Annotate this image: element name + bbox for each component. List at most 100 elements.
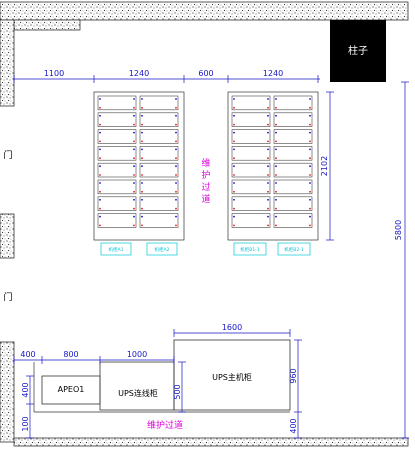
rack-dot	[141, 140, 143, 143]
maintenance-aisle-vertical: 维 护 过 道	[201, 157, 210, 205]
rack-dot	[99, 215, 101, 218]
rack-dot	[141, 98, 143, 100]
rack-dot	[275, 174, 277, 176]
maintenance-aisle-bottom: 维护过道	[147, 419, 183, 431]
rack-dot	[233, 98, 235, 100]
rack-dot	[99, 224, 101, 227]
rack-dot	[267, 123, 269, 126]
rack-dot	[99, 174, 101, 176]
rack-dot	[99, 114, 101, 117]
rack-dot	[99, 182, 101, 184]
rack-dot	[309, 106, 311, 109]
rack-dot	[175, 207, 177, 210]
rack-unit	[231, 179, 271, 195]
rack-dot	[141, 174, 143, 176]
rack-dot	[175, 140, 177, 143]
dim-label: 1000	[127, 350, 147, 359]
dim-label: 400	[20, 350, 35, 359]
rack-unit	[139, 213, 179, 228]
rack-dot	[275, 157, 277, 160]
rack-tag-box	[233, 242, 267, 256]
maintenance-char: 维	[201, 157, 210, 169]
rack-dot	[267, 98, 269, 100]
rack-dot	[99, 198, 101, 201]
top-dimensions: 1100 1240 600 1240	[13, 69, 320, 83]
rack-dot	[275, 123, 277, 126]
dim-label: 600	[198, 69, 213, 78]
rack-unit	[273, 162, 313, 178]
dim-label: 400	[21, 382, 30, 397]
rack-dot	[309, 140, 311, 143]
rack-dot	[175, 165, 177, 168]
rack-dot	[309, 224, 311, 227]
rack-dot	[233, 182, 235, 184]
rack-unit	[139, 179, 179, 195]
rack-dot	[233, 207, 235, 210]
rack-dot	[233, 215, 235, 218]
rack-dot	[141, 114, 143, 117]
rack-dot	[309, 123, 311, 126]
rack-dot	[141, 123, 143, 126]
rack-tag-label: 机柜A1	[109, 246, 124, 253]
rack-dot	[99, 131, 101, 134]
rack-column-b1	[231, 95, 271, 228]
rack-dot	[267, 207, 269, 210]
rack-dot	[175, 182, 177, 184]
rack-dot	[267, 140, 269, 143]
dimension-2102: 2102	[320, 91, 334, 241]
rack-dot	[175, 190, 177, 193]
rack-dot	[133, 207, 135, 210]
maintenance-char: 护	[201, 169, 210, 181]
rack-dot	[267, 215, 269, 218]
rack-dot	[141, 165, 143, 168]
rack-unit	[139, 129, 179, 144]
rack-dot	[133, 198, 135, 201]
rack-unit	[273, 179, 313, 195]
rack-dot	[99, 165, 101, 168]
rack-unit	[97, 213, 137, 228]
door-label-bottom: 门	[3, 291, 12, 303]
rack-dot	[267, 106, 269, 109]
rack-dot	[309, 165, 311, 168]
rack-dot	[141, 198, 143, 201]
rack-dot	[133, 174, 135, 176]
rack-dot	[267, 165, 269, 168]
rack-dot	[133, 157, 135, 160]
dim-label: 100	[21, 416, 30, 431]
rack-dot	[233, 198, 235, 201]
ups-area: UPS主机柜 UPS连线柜 APEO1	[33, 339, 291, 413]
rack-unit	[139, 146, 179, 161]
dim-label: 5800	[394, 220, 403, 240]
rack-dot	[175, 106, 177, 109]
rack-dot	[233, 157, 235, 160]
rack-dot	[175, 98, 177, 100]
rack-dot	[309, 190, 311, 193]
rack-dot	[133, 190, 135, 193]
rack-dot	[133, 224, 135, 227]
rack-unit	[273, 146, 313, 161]
rack-dot	[275, 198, 277, 201]
rack-dot	[309, 131, 311, 134]
wall-bottom	[13, 437, 409, 447]
rack-dot	[133, 215, 135, 218]
rack-dot	[275, 207, 277, 210]
rack-group-right	[227, 91, 319, 241]
rack-dot	[275, 215, 277, 218]
rack-unit	[273, 129, 313, 144]
pillar	[330, 20, 386, 82]
rack-dot	[175, 123, 177, 126]
rack-dot	[233, 106, 235, 109]
ups-cabinet-label: UPS连线柜	[118, 388, 158, 398]
rack-column-a1	[97, 95, 137, 228]
rack-dot	[133, 123, 135, 126]
rack-unit	[97, 162, 137, 178]
rack-dot	[233, 165, 235, 168]
rack-tag-label: 机柜B1-1	[240, 246, 260, 253]
dim-label: 800	[63, 350, 78, 359]
apeo1-box	[41, 375, 101, 405]
rack-dot	[141, 148, 143, 151]
dim-label: 1240	[129, 69, 149, 78]
rack-dot	[175, 174, 177, 176]
rack-unit	[139, 196, 179, 211]
